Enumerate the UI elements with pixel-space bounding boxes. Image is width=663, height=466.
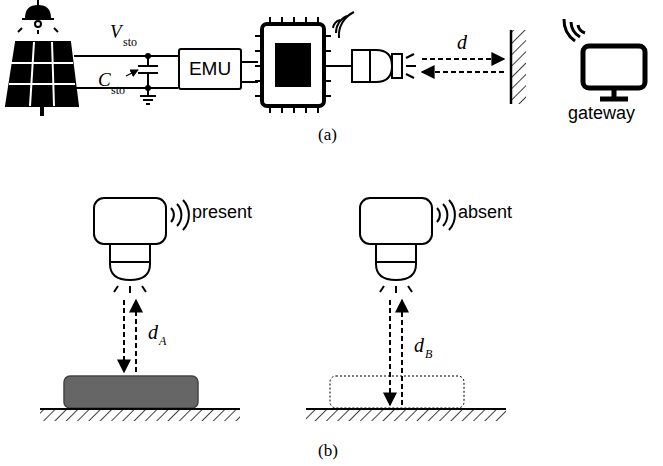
process-box: EMU <box>178 48 242 90</box>
floor-hatch <box>306 409 506 421</box>
subscript: sto <box>111 84 125 96</box>
distance-symbol: d <box>414 335 424 355</box>
sensor-present <box>94 198 189 372</box>
distance-sensor <box>328 50 504 82</box>
gateway-monitor <box>564 19 645 99</box>
object-box <box>64 376 198 408</box>
panel-label: (b) <box>318 442 338 459</box>
sensor-absent <box>360 198 455 405</box>
wall <box>511 30 526 104</box>
absent-object-outline <box>330 376 464 408</box>
wiring <box>74 54 258 104</box>
solar-panel <box>6 42 78 116</box>
floor-line <box>40 408 240 410</box>
state-label: present <box>192 203 252 221</box>
lamp-icon <box>18 0 58 34</box>
panel-label: (a) <box>318 126 337 143</box>
floor-hatch <box>40 409 240 421</box>
subscript: A <box>159 335 166 347</box>
distance-symbol: d <box>457 32 467 52</box>
subscript: sto <box>123 36 137 48</box>
distance-symbol: d <box>148 322 158 342</box>
capacitor-symbol: C <box>98 70 111 89</box>
floor-line <box>306 408 506 410</box>
microcontroller-chip <box>255 12 354 113</box>
voltage-symbol: V <box>110 22 122 41</box>
box-text: EMU <box>189 58 231 80</box>
state-label: absent <box>458 203 512 221</box>
subscript: B <box>425 348 432 360</box>
device-label: gateway <box>568 104 635 122</box>
